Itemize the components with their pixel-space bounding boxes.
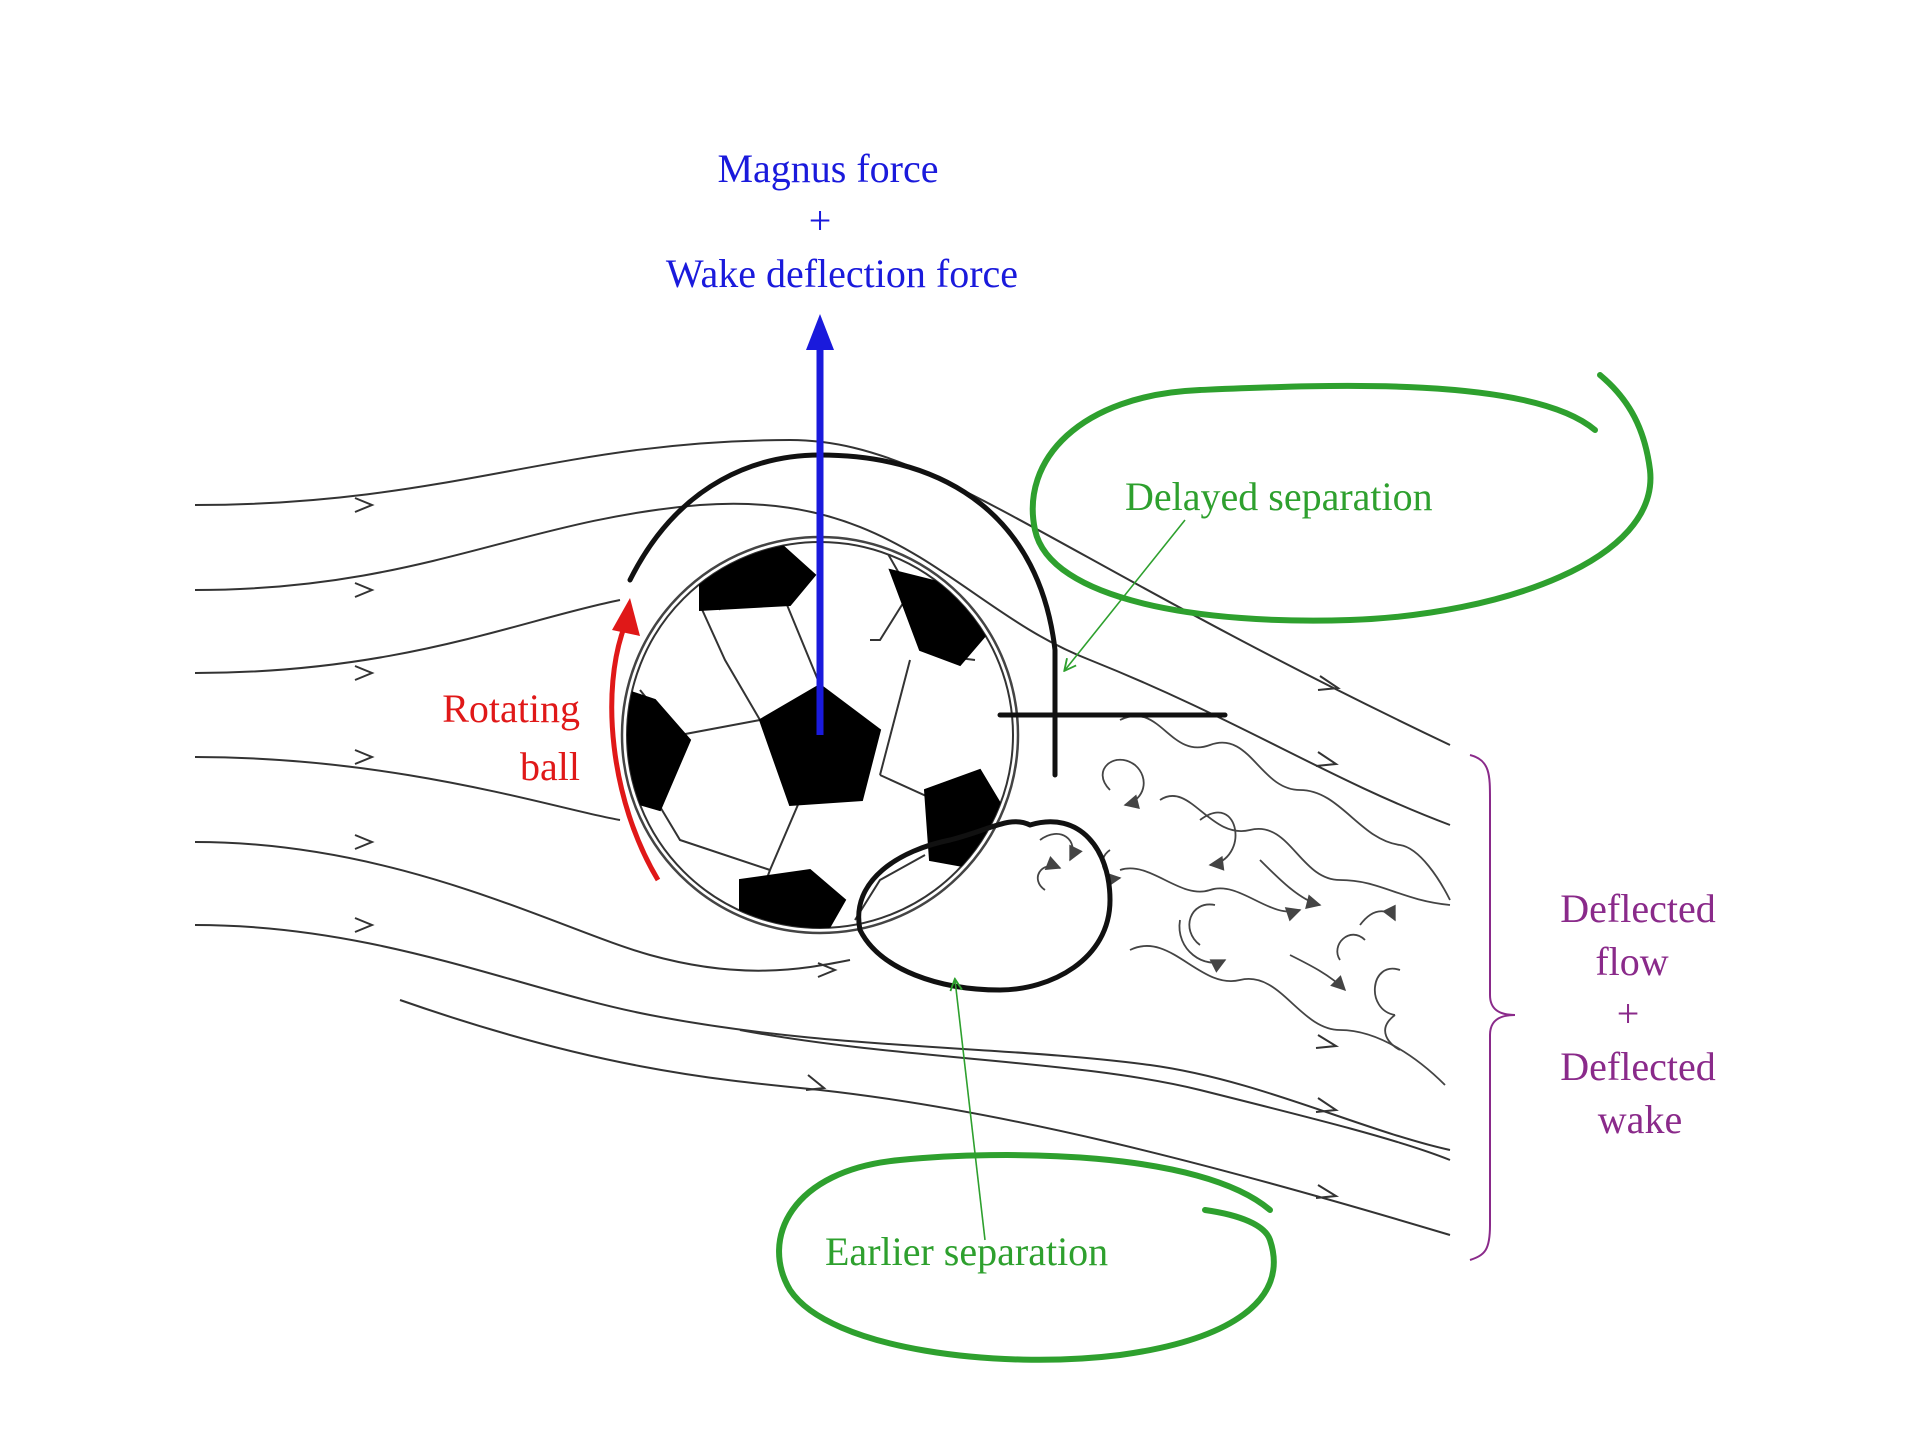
wake-line xyxy=(1259,859,1322,909)
eddy-icon xyxy=(1036,856,1062,891)
separation-loop-bottom xyxy=(856,819,1113,993)
highlight-ellipse-delayed xyxy=(1029,372,1654,624)
pointer-delayed xyxy=(1065,519,1186,670)
force-label-line1: Magnus force xyxy=(717,146,938,191)
wake-line xyxy=(1119,867,1302,922)
streamline xyxy=(194,599,621,674)
streamline xyxy=(194,924,1451,1151)
delayed-separation-label: Delayed separation xyxy=(1125,474,1433,519)
flow-arrow-icon xyxy=(1315,751,1339,767)
flow-arrows xyxy=(354,497,1341,1199)
flow-arrow-icon xyxy=(1315,1097,1339,1113)
streamlines xyxy=(194,438,1451,1236)
eddy-icon xyxy=(1384,1014,1401,1051)
streamline xyxy=(739,1029,1451,1161)
eddy-icon xyxy=(1336,933,1366,961)
streamline xyxy=(194,756,621,821)
rotating-label-line1: Rotating xyxy=(442,686,580,731)
eddy-icon xyxy=(1199,811,1237,871)
wake-line xyxy=(1119,714,1451,901)
flow-arrow-icon xyxy=(354,917,375,933)
flow-arrow-icon xyxy=(805,1074,827,1091)
flow-arrow-icon xyxy=(354,497,375,513)
separation-highlights xyxy=(776,372,1654,1363)
eddy-icon xyxy=(1178,919,1227,973)
up-arrow-icon xyxy=(806,314,834,735)
flow-arrow-icon xyxy=(1317,675,1341,691)
streamline xyxy=(194,438,1451,746)
eddy-icon xyxy=(1039,833,1083,862)
eddy-icon xyxy=(1359,904,1396,926)
wake-line xyxy=(1289,954,1347,992)
flow-arrow-icon xyxy=(354,749,375,765)
deflected-label-plus: + xyxy=(1617,991,1640,1036)
flow-arrow-icon xyxy=(354,834,375,850)
flow-arrow-icon xyxy=(817,962,838,978)
deflected-label-line4: wake xyxy=(1598,1097,1682,1142)
eddy-icon xyxy=(1188,903,1216,946)
deflected-label-line1: Deflected xyxy=(1560,886,1715,931)
wake-line xyxy=(1129,945,1446,1086)
streamline xyxy=(194,502,1451,826)
flow-arrow-icon xyxy=(354,665,375,681)
force-label-line2: Wake deflection force xyxy=(666,251,1018,296)
flow-arrow-icon xyxy=(354,582,375,598)
force-label-plus: + xyxy=(809,198,832,243)
streamline xyxy=(194,841,851,972)
earlier-separation-label: Earlier separation xyxy=(825,1229,1108,1274)
separation-hook-top xyxy=(627,452,1058,778)
curved-arrow-icon xyxy=(609,598,661,882)
wake-brace xyxy=(1469,754,1516,1261)
label-pointers xyxy=(955,519,1186,1241)
wake-line xyxy=(1159,795,1451,906)
eddy-icon xyxy=(1101,759,1145,809)
deflected-label-line2: flow xyxy=(1595,939,1668,984)
pointer-earlier xyxy=(955,980,986,1241)
hand-annotations xyxy=(627,452,1228,993)
deflected-label-line3: Deflected xyxy=(1560,1044,1715,1089)
flow-arrow-icon xyxy=(1315,1184,1340,1199)
streamline xyxy=(399,999,1451,1236)
turbulent-wake xyxy=(1036,714,1451,1086)
eddy-icon xyxy=(1373,967,1401,1016)
diagram-labels: Magnus force + Wake deflection force Rot… xyxy=(442,146,1716,1274)
rotating-label-line2: ball xyxy=(520,744,580,789)
highlight-ellipse-earlier xyxy=(776,1152,1277,1363)
flow-arrow-icon xyxy=(1315,1034,1340,1049)
